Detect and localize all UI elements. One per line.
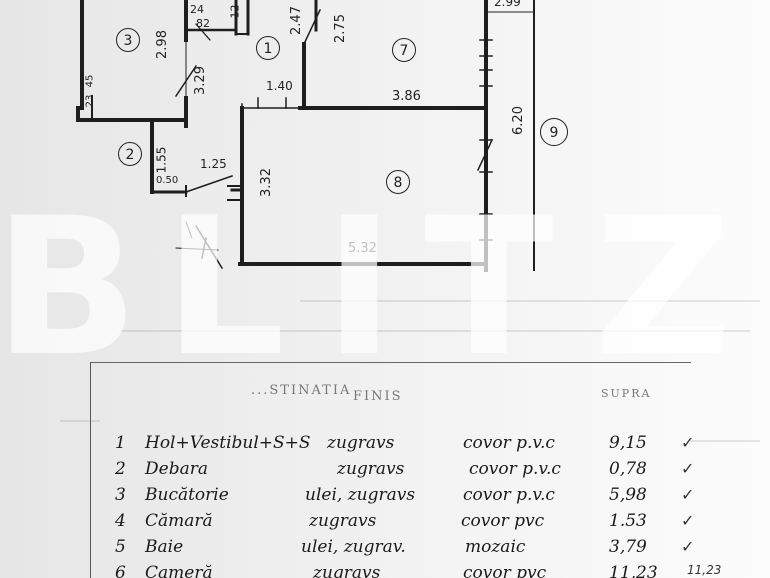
table-row: 1 Hol+Vestibul+S+S zugravs covor p.v.c 9… bbox=[91, 433, 770, 459]
dimension-23: 23 bbox=[84, 94, 96, 108]
watermark-letter-b: B bbox=[0, 177, 139, 398]
dimension-1-25: 1.25 bbox=[200, 157, 227, 171]
dimension-82: 82 bbox=[196, 17, 210, 30]
row-wall-finish: zugravs bbox=[309, 511, 377, 531]
row-check-icon: ✓ bbox=[681, 459, 695, 478]
dimension-5-32: 5.32 bbox=[348, 241, 377, 256]
row-number: 4 bbox=[115, 511, 126, 531]
row-number: 6 bbox=[115, 563, 126, 578]
dimension-3-29: 3.29 bbox=[192, 66, 208, 95]
row-check-icon: ✓ bbox=[681, 433, 695, 452]
row-wall-finish: zugravs bbox=[337, 459, 405, 479]
table-row: 3 Bucătorie ulei, zugravs covor p.v.c 5,… bbox=[91, 485, 770, 511]
row-number: 3 bbox=[115, 485, 126, 505]
row-area: 1.53 bbox=[609, 511, 647, 531]
row-area: 11,23 bbox=[609, 563, 658, 578]
watermark-letter-t: T bbox=[424, 177, 554, 398]
row-area-note: 11,23 bbox=[687, 563, 722, 577]
dimension-2-47: 2.47 bbox=[288, 6, 304, 35]
row-floor-finish: covor p.v.c bbox=[463, 485, 555, 505]
room-schedule-table: ...STINATIA FINIS SUPRA 1 Hol+Vestibul+S… bbox=[90, 362, 721, 578]
row-number: 5 bbox=[115, 537, 126, 557]
dimension-45: 45 bbox=[84, 74, 96, 88]
dimension-24: 24 bbox=[190, 3, 204, 16]
dimension-1-40: 1.40 bbox=[266, 79, 293, 93]
watermark-letter-z: Z bbox=[594, 177, 732, 398]
dimension-2-98: 2.98 bbox=[154, 30, 170, 59]
row-check-icon: ✓ bbox=[681, 511, 695, 530]
row-check-icon: ✓ bbox=[681, 485, 695, 504]
table-header-destination: ...STINATIA bbox=[251, 383, 352, 398]
row-floor-finish: covor p.v.c bbox=[463, 433, 555, 453]
row-check-icon: ✓ bbox=[681, 537, 695, 556]
brand-watermark: B L I T Z bbox=[0, 177, 770, 398]
dimension-2-75: 2.75 bbox=[332, 14, 348, 43]
room-number-1: 1 bbox=[256, 36, 280, 60]
scan-line bbox=[300, 300, 760, 302]
room-number-2: 2 bbox=[118, 142, 142, 166]
row-floor-finish: mozaic bbox=[465, 537, 526, 557]
row-wall-finish: ulei, zugrav. bbox=[301, 537, 406, 557]
table-row: 6 Cameră zugravs covor pvc 11,23 11,23 bbox=[91, 563, 770, 578]
row-room-name: Bucătorie bbox=[145, 485, 229, 505]
row-area: 5,98 bbox=[609, 485, 647, 505]
scan-line bbox=[120, 330, 750, 332]
room-number-7: 7 bbox=[392, 38, 416, 62]
room-number-3: 3 bbox=[116, 28, 140, 52]
scan-line bbox=[60, 420, 100, 422]
table-row: 5 Baie ulei, zugrav. mozaic 3,79 ✓ bbox=[91, 537, 770, 563]
dimension-1-55: 1.55 bbox=[154, 146, 169, 174]
table-header-area: SUPRA bbox=[601, 387, 652, 400]
row-wall-finish: zugravs bbox=[327, 433, 395, 453]
table-row: 2 Debara zugravs covor p.v.c 0,78 ✓ bbox=[91, 459, 770, 485]
row-area: 9,15 bbox=[609, 433, 647, 453]
row-wall-finish: ulei, zugravs bbox=[305, 485, 416, 505]
row-wall-finish: zugravs bbox=[313, 563, 381, 578]
table-header-finishes: FINIS bbox=[353, 389, 403, 404]
row-floor-finish: covor pvc bbox=[461, 511, 545, 531]
room-number-9: 9 bbox=[540, 118, 568, 146]
row-room-name: Baie bbox=[145, 537, 184, 557]
table-row: 4 Cămară zugravs covor pvc 1.53 ✓ bbox=[91, 511, 770, 537]
dimension-12: 12 bbox=[228, 4, 242, 19]
watermark-letter-l: L bbox=[164, 177, 285, 398]
dimension-0-50: 0.50 bbox=[156, 175, 179, 186]
dimension-6-20: 6.20 bbox=[510, 106, 526, 135]
row-area: 0,78 bbox=[609, 459, 647, 479]
row-room-name: Debara bbox=[145, 459, 208, 479]
dimension-3-86: 3.86 bbox=[392, 89, 421, 104]
watermark-letter-i: I bbox=[324, 177, 395, 398]
row-room-name: Cameră bbox=[145, 563, 213, 578]
scan-line bbox=[690, 440, 760, 442]
row-number: 2 bbox=[115, 459, 126, 479]
room-number-8: 8 bbox=[386, 170, 410, 194]
row-room-name: Cămară bbox=[145, 511, 213, 531]
row-floor-finish: covor p.v.c bbox=[469, 459, 561, 479]
row-number: 1 bbox=[115, 433, 126, 453]
dimension-2-99: 2.99 bbox=[494, 0, 521, 9]
row-area: 3,79 bbox=[609, 537, 647, 557]
row-floor-finish: covor pvc bbox=[463, 563, 547, 578]
row-room-name: Hol+Vestibul+S+S bbox=[145, 433, 311, 453]
